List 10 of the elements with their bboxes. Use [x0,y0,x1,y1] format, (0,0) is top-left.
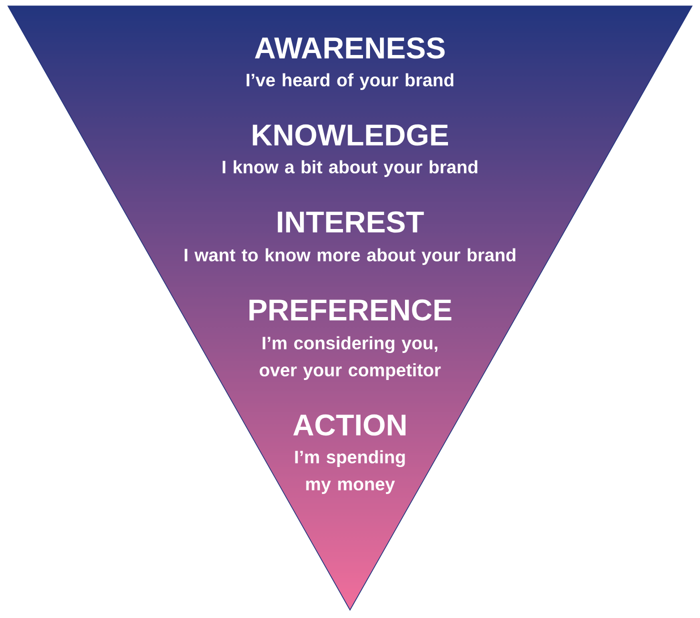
stage-description: I know a bit about your brand [222,160,478,177]
stage-description: I’m spending my money [295,450,405,494]
stage-description: I’ve heard of your brand [246,73,454,90]
stage-description: I want to know more about your brand [184,248,516,265]
stage-heading: KNOWLEDGE [252,124,448,146]
stage-heading: AWARENESS [254,37,445,59]
stage-description: I’m considering you, over your competitor [260,336,441,380]
stage-heading: INTEREST [278,211,424,233]
stage-heading: ACTION [293,414,406,436]
stage-heading: PREFERENCE [250,299,452,321]
